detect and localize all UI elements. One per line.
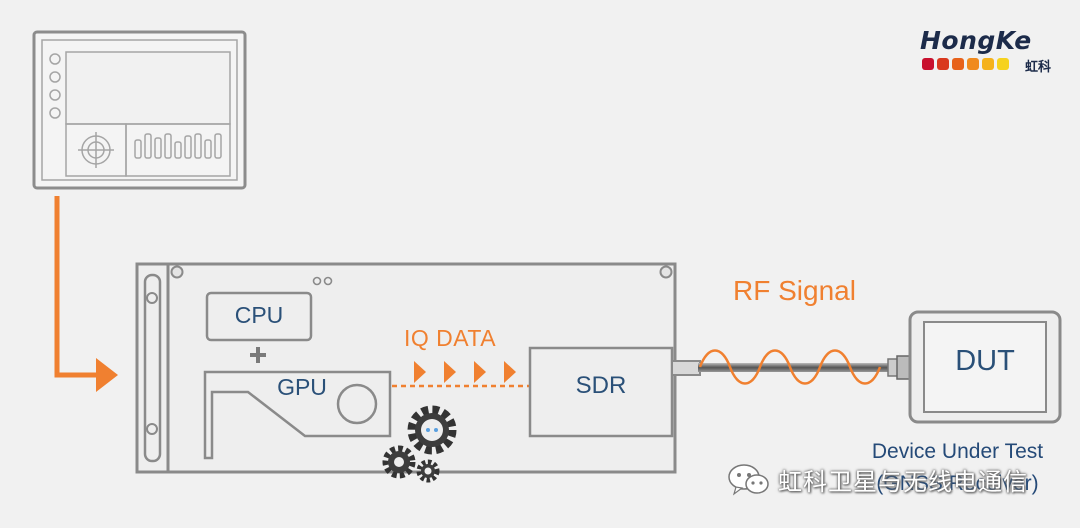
watermark: 虹科卫星与无线电通信 — [728, 462, 1028, 497]
dut-device — [908, 310, 1062, 424]
level-bars — [134, 133, 222, 159]
data-flow-arrow — [54, 196, 118, 392]
cpu-box — [205, 291, 313, 342]
iq-chevrons — [414, 361, 516, 383]
rf-cable — [671, 355, 912, 380]
logo-subtext: 虹科 — [1025, 60, 1052, 75]
logo-dot — [967, 58, 979, 70]
wechat-icon — [728, 463, 769, 496]
dut-caption: Device Under Test — [871, 440, 1044, 463]
rf-signal-label: RF Signal — [733, 275, 856, 306]
logo-dot — [997, 58, 1009, 70]
sdr-label: SDR — [575, 372, 627, 399]
gpu-card — [203, 370, 392, 460]
cpu-label: CPU — [234, 302, 284, 328]
iq-data-label: IQ DATA — [404, 325, 497, 351]
plus-sign — [250, 347, 266, 363]
dut-caption-subtitle: (GNSS Receiver) — [876, 472, 1039, 495]
gear-icon — [382, 405, 457, 483]
logo-wordmark: HongKe — [920, 26, 1032, 55]
logo-dot — [952, 58, 964, 70]
monitor — [32, 30, 247, 190]
logo-dot — [937, 58, 949, 70]
sdr-box — [528, 346, 674, 438]
logo-dots — [922, 58, 1009, 70]
dut-label: DUT — [955, 345, 1015, 377]
watermark-text: 虹科卫星与无线电通信 — [778, 468, 1028, 496]
rf-signal-wave — [698, 349, 882, 385]
logo-dot — [922, 58, 934, 70]
logo-dot — [982, 58, 994, 70]
gpu-label: GPU — [277, 374, 327, 400]
crosshair-icon — [78, 132, 114, 168]
